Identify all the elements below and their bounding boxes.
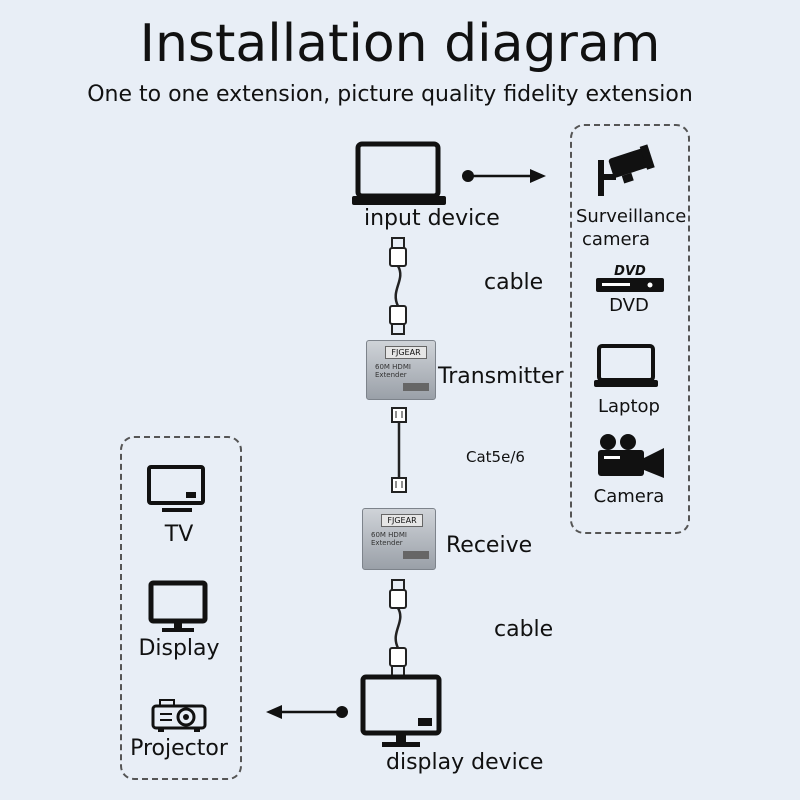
transmitter-model: 60M HDMI Extender: [375, 363, 411, 379]
laptop-icon: [594, 344, 658, 387]
dvd-logo: DVD: [614, 264, 646, 279]
receiver-model: 60M HDMI Extender: [371, 531, 407, 547]
tv-label: TV: [164, 522, 194, 547]
display-icon: [148, 580, 208, 632]
diagram-title: Installation diagram: [139, 14, 661, 74]
ethernet-cable-icon: [391, 407, 407, 493]
surveillance-camera-icon: [598, 144, 655, 196]
laptop-label: Laptop: [598, 396, 660, 417]
cable-bottom-label: cable: [494, 617, 554, 642]
dvd-label: DVD: [609, 295, 649, 316]
camera-label: Camera: [593, 486, 665, 507]
projector-label: Projector: [130, 736, 228, 761]
diagram-subtitle: One to one extension, picture quality fi…: [87, 82, 693, 107]
receiver-tag: [403, 551, 429, 559]
receiver-brand: FJGEAR: [381, 514, 423, 527]
surveillance-label-2: camera: [582, 229, 650, 250]
hdmi-cable-bottom-icon: [389, 579, 407, 677]
display-label: Display: [138, 636, 220, 661]
display-monitor-icon: [360, 674, 442, 747]
transmitter-device: FJGEAR 60M HDMI Extender: [366, 340, 436, 400]
receiver-device: FJGEAR 60M HDMI Extender: [362, 508, 436, 570]
input-laptop-icon: [352, 141, 446, 205]
hdmi-cable-icon: [389, 237, 407, 335]
arrow-left-icon: [266, 705, 348, 719]
receive-label: Receive: [446, 533, 533, 558]
transmitter-label: Transmitter: [438, 364, 564, 389]
tv-icon: [147, 465, 205, 512]
surveillance-label-1: Surveillance: [576, 206, 687, 227]
display-device-label: display device: [386, 750, 544, 775]
input-device-label: input device: [364, 206, 500, 231]
projector-icon: [151, 699, 207, 732]
cat-cable-label: Cat5e/6: [466, 448, 525, 466]
transmitter-brand: FJGEAR: [385, 346, 427, 359]
transmitter-tag: [403, 383, 429, 391]
sources-group: [570, 124, 690, 534]
dvd-player-icon: DVD: [596, 264, 664, 292]
video-camera-icon: [598, 434, 664, 478]
arrow-right-icon: [462, 169, 546, 183]
cable-top-label: cable: [484, 270, 544, 295]
outputs-group: [120, 436, 242, 780]
